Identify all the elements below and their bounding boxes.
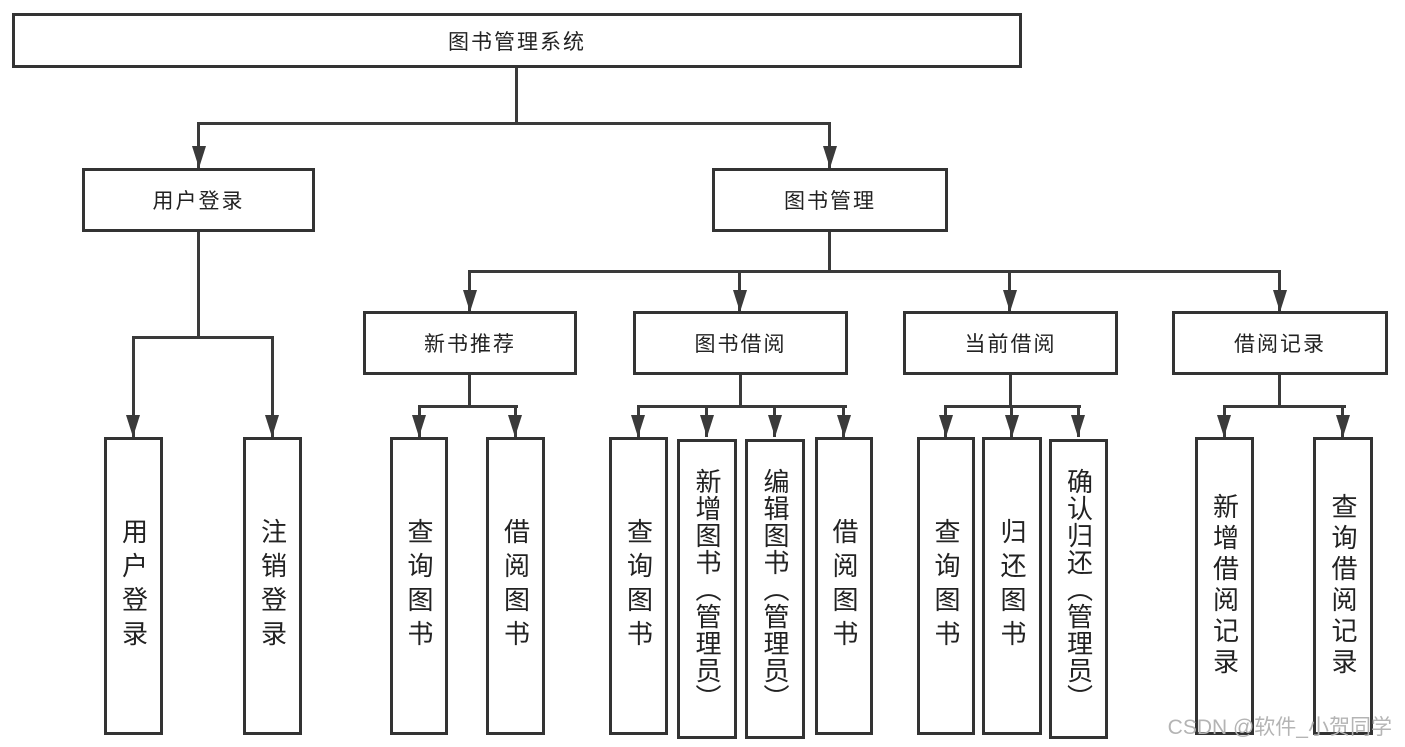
arrowhead-icon bbox=[1003, 290, 1017, 312]
connector-line bbox=[515, 68, 518, 125]
node-borrowing-records: 借阅记录 bbox=[1172, 311, 1388, 375]
leaf-return-books: 归还图书 bbox=[982, 437, 1042, 735]
node-book-borrowing: 图书借阅 bbox=[633, 311, 848, 375]
connector-line bbox=[1009, 375, 1012, 408]
connector-line bbox=[197, 232, 200, 339]
leaf-confirm-return-admin: 确认归还（管理员） bbox=[1049, 439, 1108, 739]
node-current-borrowing: 当前借阅 bbox=[903, 311, 1118, 375]
connector-line bbox=[132, 336, 135, 437]
node-label: 当前借阅 bbox=[964, 333, 1057, 356]
arrowhead-icon bbox=[1005, 415, 1019, 437]
node-label: 归还图书 bbox=[997, 518, 1027, 654]
node-label: 新增图书（管理员） bbox=[692, 467, 722, 711]
node-label: 用户登录 bbox=[118, 518, 149, 654]
connector-line bbox=[468, 375, 471, 408]
node-label: 新增借阅记录 bbox=[1209, 493, 1240, 679]
arrowhead-icon bbox=[412, 415, 426, 437]
arrowhead-icon bbox=[939, 415, 953, 437]
leaf-borrow-books-recommend: 借阅图书 bbox=[486, 437, 545, 735]
connector-line bbox=[418, 405, 518, 408]
arrowhead-icon bbox=[837, 415, 851, 437]
arrowhead-icon bbox=[192, 146, 206, 168]
arrowhead-icon bbox=[1071, 415, 1085, 437]
node-label: 图书管理 bbox=[784, 190, 876, 213]
arrowhead-icon bbox=[463, 290, 477, 312]
connector-line bbox=[828, 232, 831, 273]
arrowhead-icon bbox=[631, 415, 645, 437]
arrowhead-icon bbox=[1273, 290, 1287, 312]
node-library-management-system: 图书管理系统 bbox=[12, 13, 1022, 68]
node-new-book-recommendation: 新书推荐 bbox=[363, 311, 577, 375]
connector-line bbox=[1278, 375, 1281, 408]
leaf-query-books-borrowing: 查询图书 bbox=[609, 437, 668, 735]
arrowhead-icon bbox=[733, 290, 747, 312]
leaf-add-books-admin: 新增图书（管理员） bbox=[677, 439, 737, 739]
connector-line bbox=[197, 122, 831, 125]
watermark: CSDN @软件_小贺同学 bbox=[1167, 716, 1392, 739]
connector-line bbox=[637, 405, 847, 408]
node-label: 查询图书 bbox=[931, 518, 961, 654]
leaf-user-login: 用户登录 bbox=[104, 437, 163, 735]
node-book-management: 图书管理 bbox=[712, 168, 948, 232]
arrowhead-icon bbox=[1217, 415, 1231, 437]
node-label: 查询图书 bbox=[404, 518, 434, 654]
node-label: 注销登录 bbox=[257, 518, 288, 654]
arrowhead-icon bbox=[1336, 415, 1350, 437]
leaf-logout-login: 注销登录 bbox=[243, 437, 302, 735]
node-label: 确认归还（管理员） bbox=[1063, 467, 1094, 711]
leaf-borrow-books-borrowing: 借阅图书 bbox=[815, 437, 873, 735]
arrowhead-icon bbox=[768, 415, 782, 437]
arrowhead-icon bbox=[823, 146, 837, 168]
arrowhead-icon bbox=[508, 415, 522, 437]
node-label: 编辑图书（管理员） bbox=[760, 467, 790, 711]
leaf-query-books-recommend: 查询图书 bbox=[390, 437, 448, 735]
arrowhead-icon bbox=[265, 415, 279, 437]
node-label: 查询图书 bbox=[623, 518, 654, 654]
connector-line bbox=[197, 122, 200, 168]
arrowhead-icon bbox=[700, 415, 714, 437]
leaf-edit-books-admin: 编辑图书（管理员） bbox=[745, 439, 805, 739]
leaf-query-books-current: 查询图书 bbox=[917, 437, 975, 735]
node-label: 查询借阅记录 bbox=[1328, 493, 1358, 679]
connector-line bbox=[132, 336, 274, 339]
node-label: 借阅图书 bbox=[829, 518, 859, 654]
connector-line bbox=[739, 375, 742, 408]
connector-line bbox=[1223, 405, 1346, 408]
connector-line bbox=[271, 336, 274, 437]
node-label: 借阅图书 bbox=[500, 518, 531, 654]
node-label: 图书借阅 bbox=[694, 333, 787, 356]
leaf-add-borrow-record: 新增借阅记录 bbox=[1195, 437, 1254, 735]
node-label: 图书管理系统 bbox=[448, 30, 586, 54]
node-label: 用户登录 bbox=[152, 190, 245, 213]
node-user-login: 用户登录 bbox=[82, 168, 315, 232]
leaf-query-borrow-record: 查询借阅记录 bbox=[1313, 437, 1373, 735]
connector-line bbox=[468, 270, 1281, 273]
connector-line bbox=[828, 122, 831, 168]
node-label: 借阅记录 bbox=[1234, 333, 1326, 356]
arrowhead-icon bbox=[126, 415, 140, 437]
node-label: 新书推荐 bbox=[424, 333, 516, 356]
